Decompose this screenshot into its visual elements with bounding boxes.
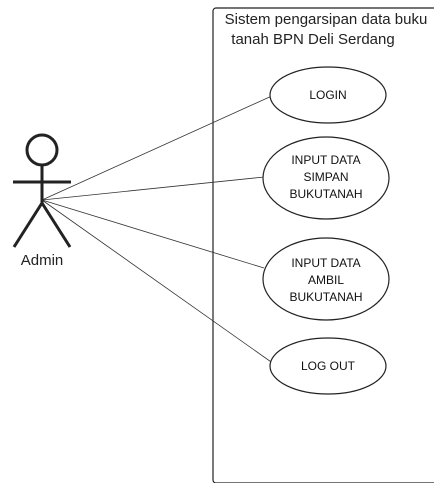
actor-head: [25, 133, 59, 167]
association-input-ambil: [41, 199, 265, 269]
system-title-line-1: Sistem pengarsipan data buku: [225, 11, 428, 28]
use-case-input-data-ambil-bukutanah[interactable]: INPUT DATA AMBIL BUKUTANAH: [262, 237, 390, 321]
use-case-login-label: LOGIN: [309, 88, 346, 102]
use-case-input-data-simpan-bukutanah[interactable]: INPUT DATA SIMPAN BUKUTANAH: [262, 136, 390, 220]
association-login: [41, 94, 275, 201]
use-case-ellipse: [269, 337, 387, 395]
use-case-label-line-2: SIMPAN: [303, 170, 348, 184]
actor-right-leg: [40, 202, 72, 248]
actor-admin[interactable]: Admin: [12, 133, 72, 269]
use-case-ellipse: [262, 237, 390, 321]
use-case-login[interactable]: LOGIN: [269, 66, 387, 124]
use-case-ellipse: [269, 66, 387, 124]
actor-left-leg: [12, 202, 44, 248]
use-case-ellipse: [262, 136, 390, 220]
use-case-label-line-1: INPUT DATA: [291, 256, 360, 270]
system-title-line-2: tanah BPN Deli Serdang: [231, 31, 394, 48]
association-input-simpan: [41, 176, 265, 201]
use-case-logout-label: LOG OUT: [301, 359, 356, 373]
associations: [41, 94, 275, 365]
use-case-label-line-3: BUKUTANAH: [289, 290, 362, 304]
actor-label: Admin: [21, 252, 64, 269]
use-case-label-line-1: INPUT DATA: [291, 153, 360, 167]
use-case-logout[interactable]: LOG OUT: [269, 337, 387, 395]
use-case-label-line-3: BUKUTANAH: [289, 187, 362, 201]
use-case-label-line-2: AMBIL: [308, 273, 344, 287]
association-logout: [41, 199, 275, 365]
